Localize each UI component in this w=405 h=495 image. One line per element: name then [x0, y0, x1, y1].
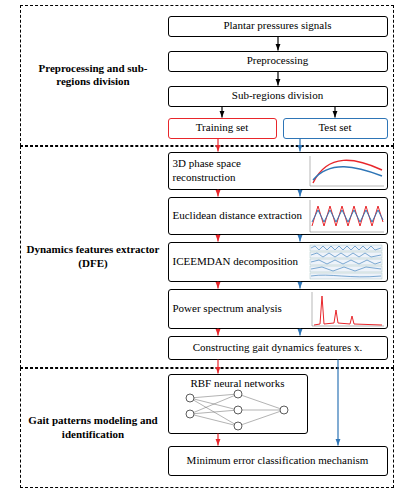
flow-arrow [299, 329, 300, 336]
process-box: 3D phase space reconstruction [168, 152, 388, 190]
box-label: RBF neural networks [190, 377, 284, 390]
process-box: Plantar pressures signals [168, 16, 388, 37]
stage-band: Gait patterns modeling and identificatio… [20, 368, 394, 488]
process-box: Euclidean distance extraction [168, 197, 388, 235]
flow-arrow [299, 190, 300, 197]
flow-arrow [277, 72, 278, 86]
stage-label: Gait patterns modeling and identificatio… [25, 414, 161, 442]
process-box: Training set [168, 118, 277, 139]
process-box: Power spectrum analysis [168, 289, 388, 329]
flow-arrow [217, 139, 218, 152]
process-box: Constructing gait dynamics features x. [168, 336, 388, 360]
box-label: Minimum error classification mechanism [187, 454, 369, 467]
process-box: Minimum error classification mechanism [168, 446, 388, 476]
stage-band: Dynamics features extractor (DFE) 3D phas… [20, 146, 394, 368]
box-label: Power spectrum analysis [173, 302, 282, 315]
flow-arrow [299, 139, 300, 152]
flow-arrow [299, 282, 300, 289]
flow-arrow [217, 190, 218, 197]
flow-arrow [217, 235, 218, 242]
flow-arrow [217, 360, 218, 374]
box-label: ICEEMDAN decomposition [173, 255, 299, 268]
stage-label: Preprocessing and sub-regions division [25, 62, 161, 90]
process-box: Preprocessing [168, 51, 388, 72]
flow-arrow [334, 107, 335, 118]
process-box: RBF neural networks [168, 374, 308, 434]
flow-arrow [217, 434, 218, 446]
flow-arrow [217, 329, 218, 336]
flow-arrow [221, 107, 222, 118]
box-label: Sub-regions division [232, 89, 323, 102]
box-label: Plantar pressures signals [223, 19, 331, 32]
stage-label: Dynamics features extractor (DFE) [25, 243, 161, 271]
stage-band: Preprocessing and sub-regions division Pl… [20, 5, 394, 146]
box-label: 3D phase space reconstruction [173, 157, 303, 183]
flow-arrow [277, 37, 278, 51]
box-label: Preprocessing [247, 54, 309, 67]
process-box: ICEEMDAN decomposition [168, 242, 388, 282]
process-box: Sub-regions division [168, 86, 388, 107]
process-box: Test set [283, 118, 388, 139]
flow-arrow [217, 282, 218, 289]
flow-arrow [337, 360, 338, 446]
flow-arrow [299, 235, 300, 242]
box-label: Euclidean distance extraction [173, 209, 303, 222]
box-label: Constructing gait dynamics features x. [193, 341, 363, 354]
box-label: Training set [196, 121, 248, 134]
box-label: Test set [318, 121, 351, 134]
